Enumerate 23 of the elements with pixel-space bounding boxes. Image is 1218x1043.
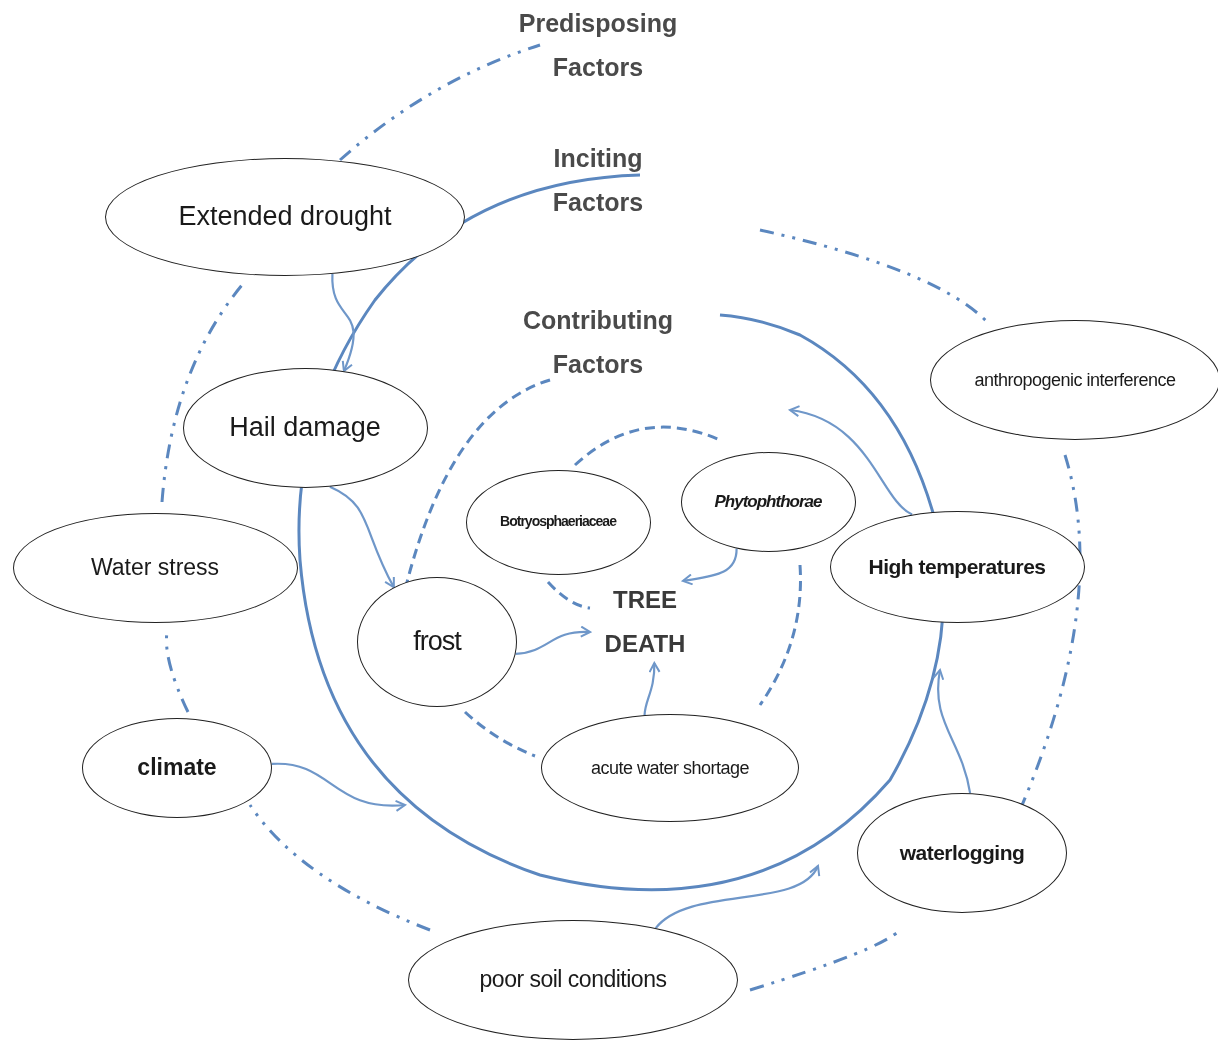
node-label: High temperatures (868, 554, 1046, 581)
arrow (515, 626, 591, 656)
arrow (271, 762, 406, 812)
node-label: Botryosphaeriaceae (500, 512, 616, 532)
node-label: climate (137, 753, 217, 783)
factor-label: Predisposing Factors (517, 8, 679, 83)
factor-label: Inciting Factors (551, 143, 645, 218)
node-label: acute water shortage (590, 756, 750, 780)
arrow (643, 662, 661, 716)
outcome-label: TREE DEATH (603, 585, 687, 659)
node-label: waterlogging (899, 840, 1025, 867)
node-label: poor soil conditions (479, 965, 667, 995)
node-label: Phytophthorae (714, 490, 822, 513)
arrow (681, 548, 738, 586)
node-label: frost (413, 625, 461, 659)
arrow (932, 669, 972, 794)
arrow (789, 405, 913, 516)
node-label: Extended drought (178, 200, 392, 234)
node-label: Hail damage (229, 411, 381, 445)
node-label: anthropogenic interference (974, 368, 1176, 392)
arrow (654, 865, 819, 929)
factor-label: Contributing Factors (522, 305, 674, 380)
node-label: Water stress (90, 553, 220, 583)
